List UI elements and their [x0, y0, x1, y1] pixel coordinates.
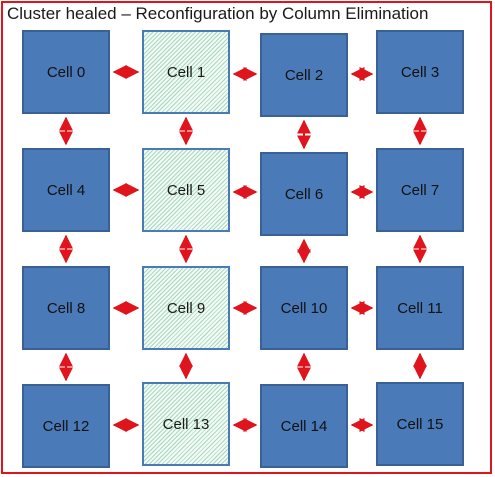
cell-label: Cell 6 — [284, 185, 324, 203]
cell-label: Cell 13 — [162, 415, 210, 433]
cell-1: Cell 1 — [142, 30, 230, 114]
cell-label: Cell 3 — [400, 63, 440, 81]
cell-15: Cell 15 — [376, 382, 464, 466]
cell-2: Cell 2 — [260, 33, 348, 117]
cell-label: Cell 4 — [46, 181, 86, 199]
cell-4: Cell 4 — [22, 148, 110, 232]
cell-label: Cell 2 — [284, 66, 324, 84]
cell-7: Cell 7 — [376, 148, 464, 232]
cell-label: Cell 5 — [166, 181, 206, 199]
cell-label: Cell 14 — [280, 417, 328, 435]
cell-label: Cell 9 — [166, 299, 206, 317]
cell-label: Cell 7 — [400, 181, 440, 199]
cell-10: Cell 10 — [260, 266, 348, 350]
cell-label: Cell 0 — [46, 63, 86, 81]
cell-3: Cell 3 — [376, 30, 464, 114]
cell-0: Cell 0 — [22, 30, 110, 114]
cell-9: Cell 9 — [142, 266, 230, 350]
cell-label: Cell 1 — [166, 63, 206, 81]
cell-12: Cell 12 — [22, 384, 110, 468]
diagram-title: Cluster healed – Reconfiguration by Colu… — [7, 4, 429, 23]
cell-label: Cell 11 — [397, 299, 443, 317]
cell-11: Cell 11 — [376, 266, 464, 350]
cell-14: Cell 14 — [260, 384, 348, 468]
cell-label: Cell 15 — [396, 415, 444, 433]
cell-13: Cell 13 — [142, 382, 230, 466]
cell-label: Cell 10 — [280, 299, 328, 317]
cell-6: Cell 6 — [260, 152, 348, 236]
cell-label: Cell 8 — [46, 299, 86, 317]
cell-5: Cell 5 — [142, 148, 230, 232]
cell-label: Cell 12 — [42, 417, 90, 435]
cell-8: Cell 8 — [22, 266, 110, 350]
